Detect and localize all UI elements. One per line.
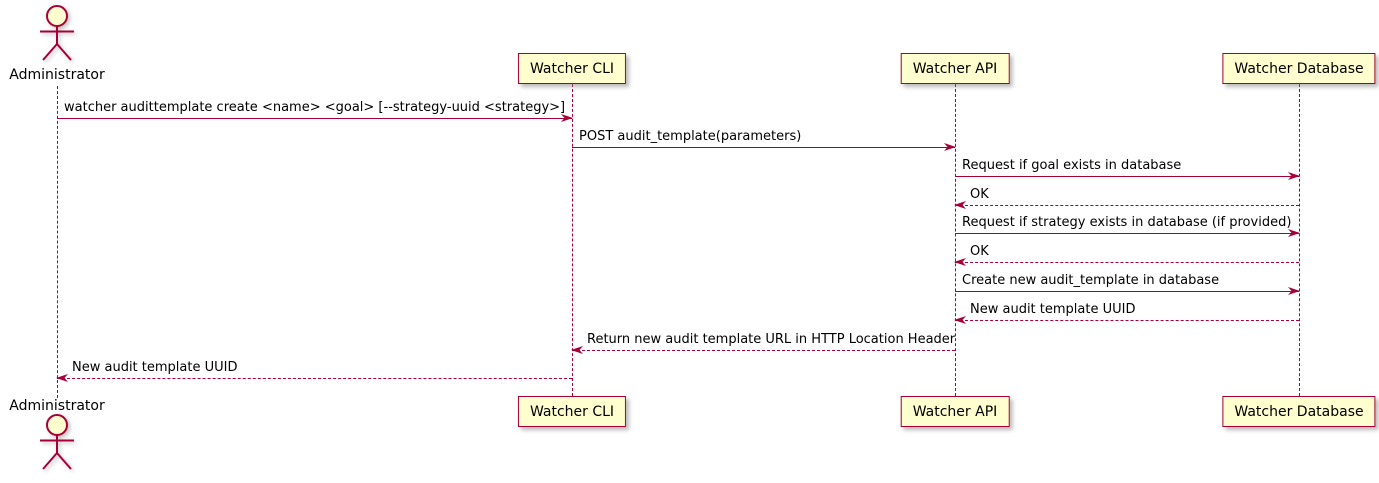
- message-label: New audit template UUID: [72, 360, 238, 375]
- participant-box-watcher-cli-bottom: Watcher CLI: [517, 396, 627, 427]
- message-label: OK: [970, 187, 989, 202]
- participant-box-watcher-database-top: Watcher Database: [1222, 53, 1376, 84]
- message-label: POST audit_template(parameters): [579, 129, 802, 144]
- message-line: [955, 291, 1299, 292]
- message-line: [57, 118, 572, 119]
- actor-label-administrator-top: Administrator: [9, 67, 105, 83]
- arrowhead-icon: [1288, 172, 1300, 180]
- message-line: [572, 350, 955, 351]
- message-line: [955, 205, 1299, 206]
- message-label: OK: [970, 244, 989, 259]
- arrowhead-icon: [571, 346, 583, 354]
- actor-administrator-top: [33, 4, 81, 63]
- arrowhead-icon: [954, 258, 966, 266]
- message-label: Request if goal exists in database: [962, 158, 1182, 173]
- arrowhead-icon: [561, 114, 573, 122]
- message-line: [955, 320, 1299, 321]
- message-label: Return new audit template URL in HTTP Lo…: [587, 332, 956, 347]
- message-line: [572, 147, 955, 148]
- actor-person-icon: [40, 5, 74, 61]
- actor-person-icon: [40, 414, 74, 470]
- message-line: [955, 262, 1299, 263]
- arrowhead-icon: [954, 316, 966, 324]
- message-label: Request if strategy exists in database (…: [962, 215, 1292, 230]
- lifeline-watcher-cli: [572, 84, 573, 396]
- lifeline-watcher-database: [1299, 84, 1300, 396]
- arrowhead-icon: [954, 201, 966, 209]
- participant-box-watcher-cli-top: Watcher CLI: [517, 53, 627, 84]
- message-label: watcher audittemplate create <name> <goa…: [64, 100, 566, 115]
- actor-administrator-bottom: [33, 413, 81, 472]
- participant-box-watcher-database-bottom: Watcher Database: [1222, 396, 1376, 427]
- actor-label-administrator-bottom: Administrator: [9, 398, 105, 414]
- arrowhead-icon: [56, 374, 68, 382]
- participant-box-watcher-api-bottom: Watcher API: [900, 396, 1010, 427]
- arrowhead-icon: [944, 143, 956, 151]
- participant-box-watcher-api-top: Watcher API: [900, 53, 1010, 84]
- message-line: [955, 233, 1299, 234]
- lifeline-watcher-api: [955, 84, 956, 396]
- arrowhead-icon: [1288, 287, 1300, 295]
- lifeline-administrator: [57, 86, 58, 398]
- message-label: Create new audit_template in database: [962, 273, 1220, 288]
- arrowhead-icon: [1288, 229, 1300, 237]
- message-line: [955, 176, 1299, 177]
- message-line: [57, 378, 572, 379]
- message-label: New audit template UUID: [970, 302, 1136, 317]
